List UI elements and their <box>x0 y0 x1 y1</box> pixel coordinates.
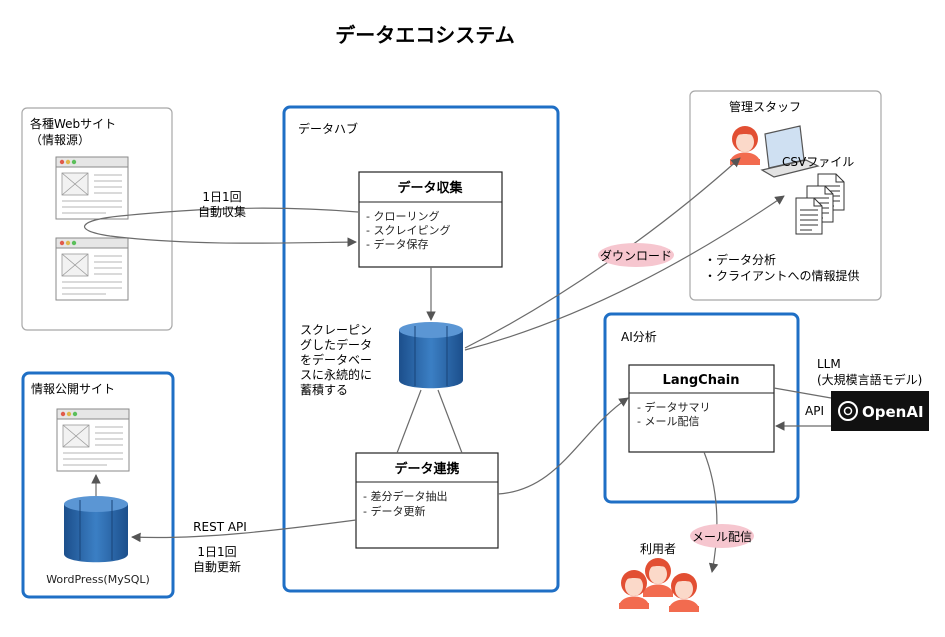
edge-label-mail: メール配信 <box>692 530 752 544</box>
data-collect-item: - クローリング <box>366 209 439 223</box>
mail-label-bg <box>690 524 754 548</box>
data-link-item: - データ更新 <box>363 504 425 518</box>
hub-db-note-line: スクレーピン <box>300 323 372 337</box>
data-hub-label: データハブ <box>298 121 358 136</box>
edge-label-collect-freq: 1日1回 <box>202 190 241 204</box>
staff-note: ・クライアントへの情報提供 <box>704 268 860 283</box>
edge-label-update: 自動更新 <box>193 559 241 574</box>
hub-db-note-line: をデータベー <box>300 352 372 367</box>
hub-db-note-line: スに永続的に <box>300 367 372 382</box>
website-browser-icon <box>55 156 129 220</box>
publish-site-group <box>21 371 175 599</box>
api-label: API <box>805 404 824 418</box>
edge-label-update-freq: 1日1回 <box>197 545 236 559</box>
wordpress-db-label: WordPress(MySQL) <box>46 573 150 586</box>
edge-mail <box>703 451 719 573</box>
publish-site-label: 情報公開サイト <box>31 382 115 396</box>
diagram-title: データエコシステム <box>335 23 514 47</box>
langchain-box <box>628 364 775 453</box>
openai-logo <box>831 391 929 431</box>
ai-analysis-label: AI分析 <box>621 330 657 344</box>
edge-link-to-wordpress <box>131 519 357 543</box>
websites-group-sublabel: （情報源） <box>30 133 90 147</box>
edge-label-collect: 自動収集 <box>198 204 246 219</box>
edge-db-to-csv <box>464 195 785 351</box>
llm-label: LLM <box>817 357 841 371</box>
edge-label-rest-api: REST API <box>193 520 247 534</box>
csv-file-label: CSVファイル <box>782 155 854 169</box>
data-link-box <box>355 452 499 549</box>
staff-group-label: 管理スタッフ <box>729 99 801 114</box>
langchain-title: LangChain <box>663 373 740 388</box>
data-collect-item: - データ保存 <box>366 237 428 251</box>
langchain-item: - データサマリ <box>637 400 710 414</box>
data-link-item: - 差分データ抽出 <box>363 489 447 503</box>
edge-db-to-link <box>437 389 463 454</box>
hub-db-note-line: グしたデータ <box>300 337 372 352</box>
edge-db-to-link <box>396 389 422 454</box>
data-link-title: データ連携 <box>394 461 459 477</box>
website-browser-icon <box>55 237 129 301</box>
openai-icon <box>838 401 858 421</box>
download-label-bg <box>598 243 674 267</box>
llm-sublabel: (大規模言語モデル) <box>817 372 922 387</box>
websites-group-label: 各種Webサイト <box>30 116 116 131</box>
langchain-item: - メール配信 <box>637 415 699 428</box>
laptop-icon <box>760 125 820 178</box>
edge-langchain-to-llm <box>773 387 832 399</box>
publish-browser-icon <box>56 408 130 472</box>
edge-label-download: ダウンロード <box>600 248 672 263</box>
edge-link-to-langchain <box>497 397 629 495</box>
data-collect-title: データ収集 <box>397 180 463 196</box>
wordpress-database-icon <box>63 495 129 563</box>
openai-logo-text: OpenAI <box>862 403 924 421</box>
hub-db-note-line: 蓄積する <box>300 382 348 397</box>
data-collect-item: - スクレイピング <box>366 223 450 237</box>
staff-note: ・データ分析 <box>704 252 776 267</box>
staff-person-icon <box>730 126 760 165</box>
users-label: 利用者 <box>640 542 676 556</box>
hub-database-icon <box>398 321 464 389</box>
users-icon <box>619 558 699 612</box>
edge-collect <box>84 207 359 247</box>
